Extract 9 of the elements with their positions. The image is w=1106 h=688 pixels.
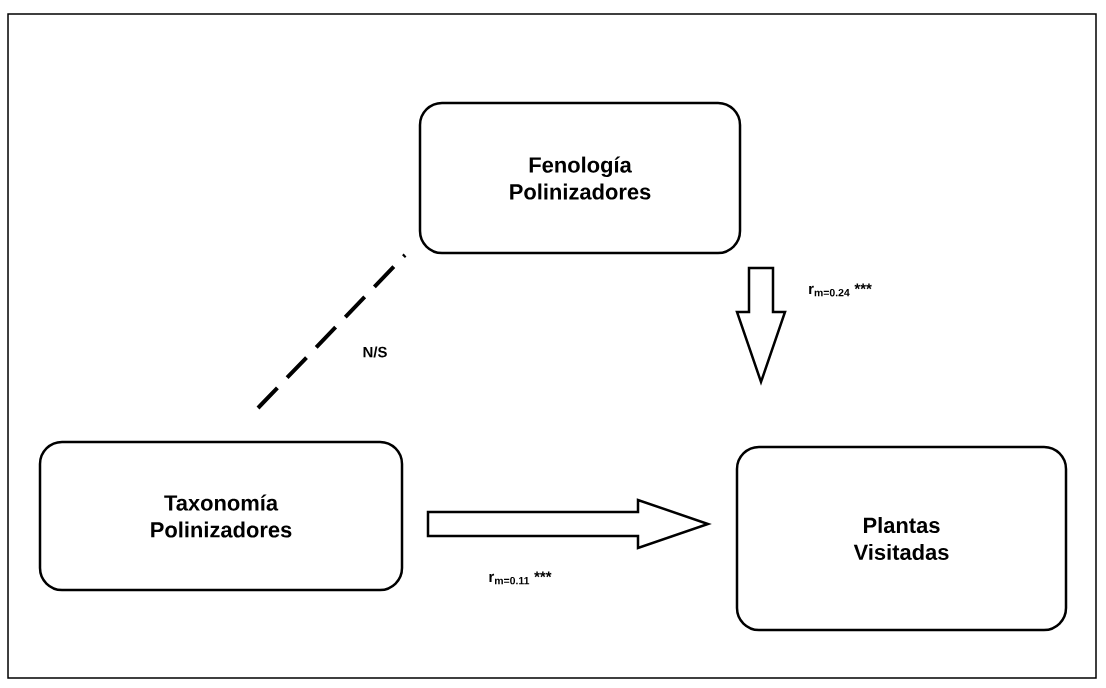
block-arrow: [735, 266, 787, 386]
process-box: Fenología Polinizadores: [418, 101, 742, 255]
dashed-line: [256, 253, 407, 410]
edge-label: r$_{m=0.11}$ ***: [487, 570, 553, 586]
edge-label: r$_{m=0.24}$ ***: [807, 282, 873, 298]
block-arrow: [426, 498, 712, 550]
process-box: Taxonomía Polinizadores: [38, 440, 404, 592]
edge-label: N/S: [361, 345, 389, 359]
process-box: Plantas Visitadas: [735, 445, 1068, 632]
